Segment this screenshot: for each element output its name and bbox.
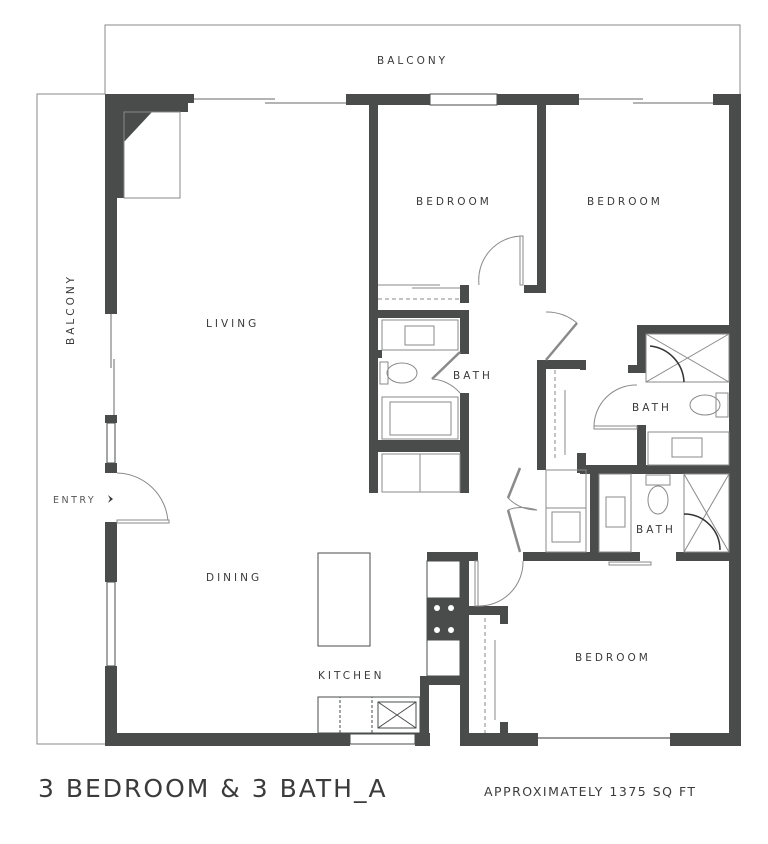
kitchen-fixtures xyxy=(317,552,462,734)
chevron-right-icon xyxy=(108,495,113,503)
bath-2-label: BATH xyxy=(632,402,672,414)
bath-2-fixtures xyxy=(645,333,730,466)
bedroom-3-label: BEDROOM xyxy=(575,652,651,664)
bath-1-fixtures xyxy=(379,319,461,493)
stove xyxy=(426,597,462,641)
dining-label: DINING xyxy=(206,572,262,584)
kitchen-label: KITCHEN xyxy=(318,670,385,682)
floor-plan: BALCONY BALCONY LIVING DINING KITCHEN EN… xyxy=(36,24,741,746)
sliding-doors xyxy=(110,98,713,739)
plan-title: 3 BEDROOM & 3 BATH_A xyxy=(38,774,388,803)
bedroom-2-label: BEDROOM xyxy=(587,196,663,208)
kitchen-island xyxy=(317,552,371,647)
balcony-left-outline xyxy=(36,93,105,745)
walls xyxy=(105,94,741,746)
corner-cabinet xyxy=(123,111,181,199)
windows xyxy=(106,93,498,745)
swing-doors xyxy=(116,235,652,607)
balcony-top-outline xyxy=(104,24,741,94)
plan-area: APPROXIMATELY 1375 SQ FT xyxy=(484,784,697,799)
balcony-left-label: BALCONY xyxy=(65,274,77,345)
closets xyxy=(378,284,566,733)
bath-3-fixtures xyxy=(598,473,730,553)
balcony-top-label: BALCONY xyxy=(377,55,448,67)
living-label: LIVING xyxy=(206,318,259,330)
washer-dryer xyxy=(545,469,587,553)
bedroom-1-label: BEDROOM xyxy=(416,196,492,208)
entry-label: ENTRY xyxy=(53,495,96,506)
bath-3-label: BATH xyxy=(636,524,676,536)
sink xyxy=(377,701,417,729)
bath-1-label: BATH xyxy=(453,370,493,382)
stove-burners xyxy=(434,605,454,633)
